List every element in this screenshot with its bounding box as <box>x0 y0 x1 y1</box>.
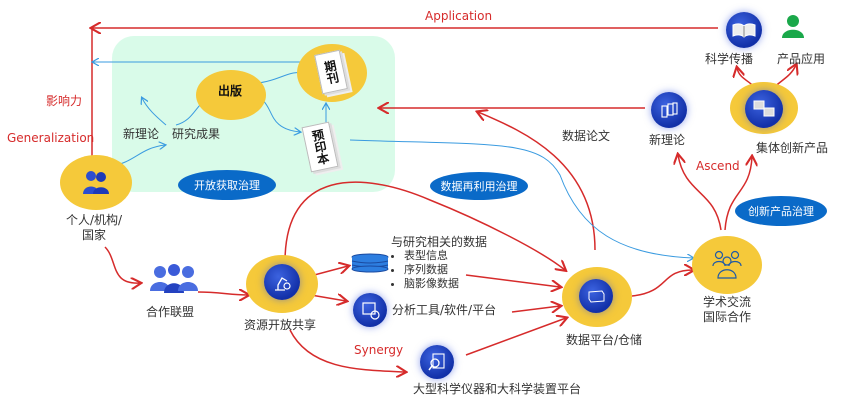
sharing-to-facilities-curve <box>289 329 405 372</box>
new-theory-right-label: 新理论 <box>649 133 686 147</box>
research-data-list: 表型信息 序列数据 脑影像数据 <box>391 249 459 291</box>
publishing-label: 出版 <box>218 84 243 98</box>
panels-icon <box>661 102 678 118</box>
sharing-to-platform-curve <box>284 181 565 270</box>
alliance-label: 合作联盟 <box>146 305 195 319</box>
research-data-item: 序列数据 <box>404 263 459 277</box>
ascend-right-curve <box>724 157 752 231</box>
research-data-item: 表型信息 <box>404 249 459 263</box>
tools-label: 分析工具/软件/平台 <box>392 303 497 317</box>
facilities-label: 大型科学仪器和大科学装置平台 <box>413 382 582 396</box>
team-people-icon <box>712 250 742 279</box>
influence-label: 影响力 <box>46 94 83 108</box>
new-theory-left-label: 新理论 <box>123 127 160 141</box>
ascend-left-curve <box>678 155 722 231</box>
theory-up-curve <box>142 98 167 126</box>
data-to-platform-line <box>465 274 560 287</box>
data-reuse-governance-pill: 数据再利用治理 <box>430 172 528 200</box>
academic-exchange-label: 学术交流 国际合作 <box>694 295 760 325</box>
synergy-label: Synergy <box>354 343 404 357</box>
generalization-label: Generalization <box>7 131 95 145</box>
actors-label-line1: 个人/机构/ <box>65 213 123 227</box>
storage-box-icon <box>588 290 605 303</box>
actors-label-line2: 国家 <box>81 228 106 242</box>
actors-label: 个人/机构/ 国家 <box>54 213 134 243</box>
robot-arm-icon <box>275 277 291 291</box>
exchange-label-line2: 国际合作 <box>702 310 751 324</box>
collective-product-circle <box>745 90 783 128</box>
facilities-circle <box>420 345 454 379</box>
open-access-governance-pill: 开放获取治理 <box>178 170 276 200</box>
innovation-product-governance-pill: 创新产品治理 <box>735 196 827 226</box>
resource-sharing-label: 资源开放共享 <box>244 318 317 332</box>
collective-product-label: 集体创新产品 <box>756 141 829 155</box>
data-paper-curve <box>478 112 596 251</box>
research-output-label: 研究成果 <box>172 127 221 141</box>
preprint-label: 预印本 <box>309 127 331 167</box>
science-communication-circle <box>726 12 762 48</box>
exchange-label-line1: 学术交流 <box>702 295 751 309</box>
data-platform-label: 数据平台/仓储 <box>566 333 643 347</box>
new-theory-right-circle <box>651 92 687 128</box>
people-icon <box>83 171 109 194</box>
database-stack-icon <box>351 253 389 273</box>
magnifier-document-icon <box>428 353 445 371</box>
computers-icon <box>753 100 775 117</box>
publishing-node <box>196 70 266 120</box>
resource-sharing-circle <box>264 264 300 300</box>
product-application-label: 产品应用 <box>777 52 826 66</box>
data-platform-circle <box>579 279 613 313</box>
data-paper-label: 数据论文 <box>562 129 611 143</box>
application-label: Application <box>425 9 493 23</box>
preprint-to-exchange-curve <box>349 139 693 258</box>
alliance-to-sharing-line <box>197 292 248 295</box>
person-icon <box>782 15 804 38</box>
facilities-to-platform-line <box>465 318 566 356</box>
analysis-tool-icon <box>362 302 380 320</box>
actors-to-alliance-curve <box>104 246 140 283</box>
alliance-group-icon <box>150 264 198 293</box>
open-book-icon <box>732 23 756 38</box>
research-data-title: 与研究相关的数据 <box>391 235 488 249</box>
tools-circle <box>353 293 387 327</box>
research-data-item: 脑影像数据 <box>404 277 459 291</box>
science-communication-label: 科学传播 <box>705 52 754 66</box>
tools-to-platform-line <box>511 306 560 312</box>
journal-label: 期刊 <box>321 58 341 86</box>
ascend-label: Ascend <box>696 159 740 173</box>
platform-to-exchange-curve <box>631 270 693 297</box>
actors-node <box>60 155 132 210</box>
